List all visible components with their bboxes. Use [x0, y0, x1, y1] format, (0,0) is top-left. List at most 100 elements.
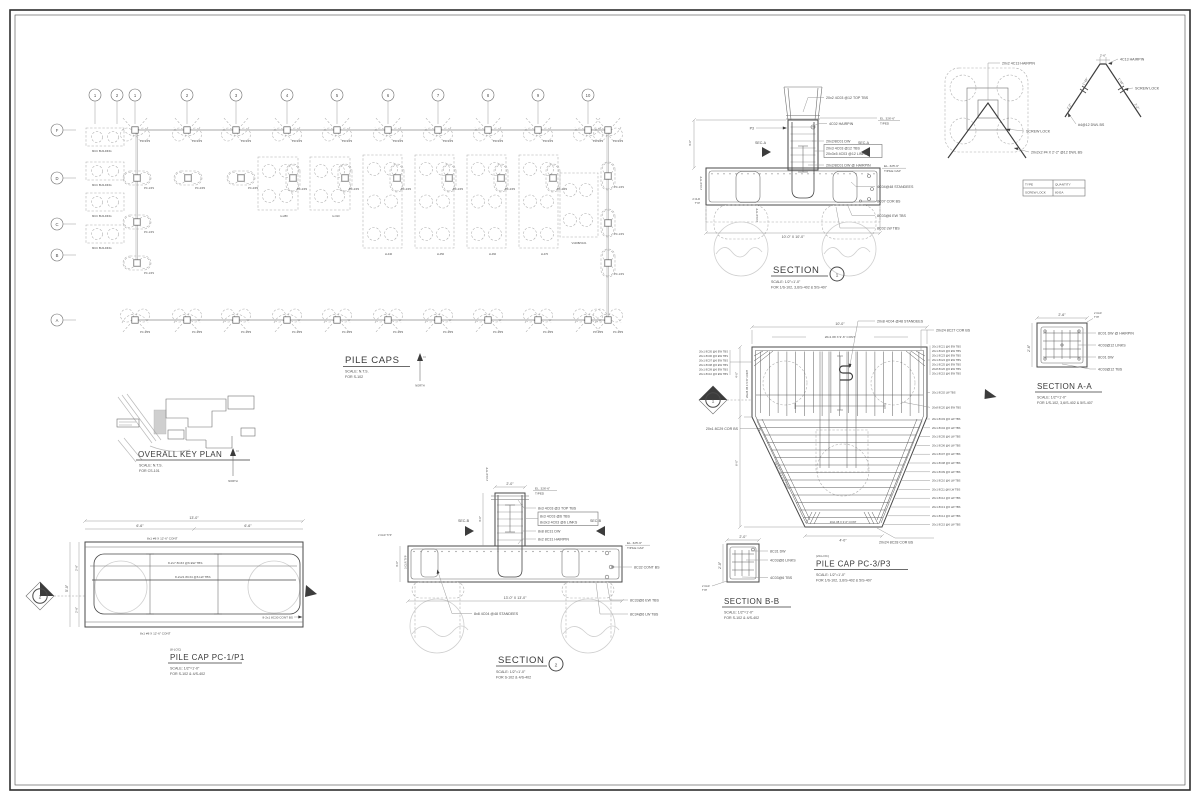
svg-text:3'-0": 3'-0" [478, 516, 482, 522]
cap-label: PC-3/P3 [192, 330, 203, 334]
cap-label: PC-3/P3 [543, 330, 554, 334]
equipment-outline [466, 154, 507, 249]
cap-label: PC-1/P1 [144, 186, 155, 190]
pile-cap-symbol [600, 161, 616, 191]
pc3-right-label: 20x1 8C13 @6 LW TBS [932, 505, 961, 509]
svg-text:FOR 1/S-102, 3,6/S-402 & 5/S-4: FOR 1/S-102, 3,6/S-402 & 5/S-407 [771, 286, 827, 290]
svg-text:4C03@12 LINKS: 4C03@12 LINKS [1098, 343, 1126, 347]
cap-label: PC-2/P2 [401, 187, 412, 191]
grid-bubble-label: 8 [487, 93, 490, 98]
svg-text:8x3 4C03 @6 TBS: 8x3 4C03 @6 TBS [540, 515, 571, 519]
sbb-rebar [732, 547, 755, 576]
svg-text:8C03@6 EW TBS: 8C03@6 EW TBS [877, 214, 907, 218]
svg-text:SEC-B: SEC-B [590, 519, 602, 523]
grid-bubble-label: A [56, 318, 59, 323]
mcc-outline [85, 224, 125, 244]
pile-cap-symbol [221, 116, 251, 142]
pc3-right-label: 20x1 8C21 @6 EW TBS [932, 344, 961, 348]
grid-bubble [180, 88, 194, 102]
equipment-label: H-460 [489, 252, 497, 256]
pc3-dim-top: 10'-0" [835, 322, 845, 326]
svg-text:4C03@6 TBS: 4C03@6 TBS [770, 576, 793, 580]
table-cell-qty: 80 EA [1055, 191, 1064, 195]
mcc-label: MCC BUILDING [92, 214, 112, 218]
section1-pile-left [713, 221, 769, 277]
key-plan-north-head [230, 448, 236, 456]
grid-bubble [50, 313, 64, 327]
key-plan-north-n: N [237, 449, 239, 453]
pile-cap-symbol [122, 170, 152, 186]
plan-title: PILE CAPS [345, 355, 400, 366]
cap-label: PC-3/P3 [543, 139, 554, 143]
pc3-right-label: 20x1 8C15 @6 LW TBS [932, 523, 961, 527]
pc1-cut-arrow [305, 585, 317, 597]
cap-label: PC-3/P3 [493, 139, 504, 143]
pc3-pile [870, 360, 916, 406]
pc1-title: PILE CAP PC-1/P1 [170, 653, 245, 662]
grid-bubble-label: B [56, 253, 59, 258]
pile-cap-symbol [593, 116, 623, 142]
pile-cap-symbol [322, 116, 352, 142]
grid-bubble [581, 88, 595, 102]
pile-cap-symbol [523, 116, 553, 142]
svg-text:2 CLR TYP: 2 CLR TYP [378, 533, 392, 537]
grid-bubble [50, 248, 64, 262]
svg-text:2 CLR: 2 CLR [692, 197, 700, 201]
mcc-outline [85, 127, 125, 147]
cap-label: PC-3/P3 [613, 139, 624, 143]
svg-text:3 CLR TYP: 3 CLR TYP [404, 555, 408, 569]
pile-cap-symbol [523, 308, 553, 334]
equipment-outline [414, 154, 455, 249]
plan-title-block: PILE CAPS SCALE: N.T.S. FOR S-102 N NORT… [343, 353, 426, 388]
pile-cap-symbol [337, 163, 353, 193]
grid-bubble [88, 88, 102, 102]
section2-title: SECTION [498, 655, 544, 666]
plan-ref: FOR S-102 [345, 375, 363, 379]
section-a-a: 2'-6" 2'-6" 2 CLR TYP 8C01 DW @ HAIRPIN … [1027, 311, 1134, 405]
key-plan-highlight-area [153, 409, 167, 435]
svg-text:20x3x5 4C03 @12 LINKS: 20x3x5 4C03 @12 LINKS [826, 152, 868, 156]
pc3-right-label: 20x1 8C03 @6 LW TBS [932, 417, 961, 421]
pc3-right-label: 20x1 8C24 @6 EW TBS [932, 358, 961, 362]
equipment-outline [362, 154, 403, 249]
svg-text:2'-6": 2'-6" [1058, 313, 1066, 317]
grid-bubble-label: 6 [387, 93, 390, 98]
pc3-right-label: 20x1 8C09 @6 LW TBS [932, 470, 961, 474]
pc3-left-label: 20x1 8C07 @6 EW TBS [699, 358, 728, 362]
pc3-standee-symbol [838, 365, 854, 381]
equipment-label: H-280 [280, 214, 288, 218]
section-1: 3'-0" 2 CLR TYP 2 CLR TYP 3 CLR TYP 10'-… [688, 86, 914, 290]
grid-bubble [50, 171, 64, 185]
grid-bubble-label: 7 [437, 93, 440, 98]
pc3-cut-arrow [984, 389, 997, 399]
table-header-qty: QUANTITY [1055, 183, 1071, 187]
overall-key-plan: OVERALL KEY PLAN SCALE: N.T.S. FOR CS-10… [116, 393, 256, 483]
svg-text:2'-2": 2'-2" [1066, 103, 1073, 110]
cap-label: PC-1/P1 [614, 272, 625, 276]
pc3-right-label: 20x1 8C23 @6 EW TBS [932, 353, 961, 357]
svg-text:8C07 COR BS: 8C07 COR BS [877, 199, 901, 203]
key-plan-scale: SCALE: N.T.S. [139, 464, 163, 468]
svg-text:2'-6": 2'-6" [1027, 344, 1031, 352]
table-header-type: TYPE [1025, 183, 1033, 187]
pile-cap-symbol [173, 170, 203, 186]
grid-bubble-label: 9 [537, 93, 540, 98]
pc3-right-label: 20x1 8C05 @6 LW TBS [932, 435, 961, 439]
sec-a-right: SEC-A [858, 141, 870, 145]
pc3-right-label: 20x8 8C26 @6 EW TBS [932, 367, 961, 371]
section2-bubble: 2 [555, 663, 558, 669]
pc3-right-label: 20x1 8C14 @6 LW TBS [932, 514, 961, 518]
key-plan-tag [116, 418, 140, 428]
svg-text:2'-2": 2'-2" [1133, 103, 1140, 110]
section1-title: SECTION [773, 265, 819, 276]
pc3-standees-label: 20x8 4C04 @48 STANDEES [877, 319, 924, 323]
svg-text:8x8 8C31 DW: 8x8 8C31 DW [538, 529, 561, 533]
svg-text:3 CLR TYP: 3 CLR TYP [755, 208, 759, 222]
svg-text:20x2/8C01 DW @ HAIRPIN: 20x2/8C01 DW @ HAIRPIN [826, 163, 871, 167]
pc3-right-label: 20x1 8C02 LW TBS [932, 391, 956, 395]
section-2: 2'-0" 2 CLR TYP EL. 326'-6" T/PED 3'-0" … [378, 467, 660, 679]
pile-cap-symbol [423, 116, 453, 142]
